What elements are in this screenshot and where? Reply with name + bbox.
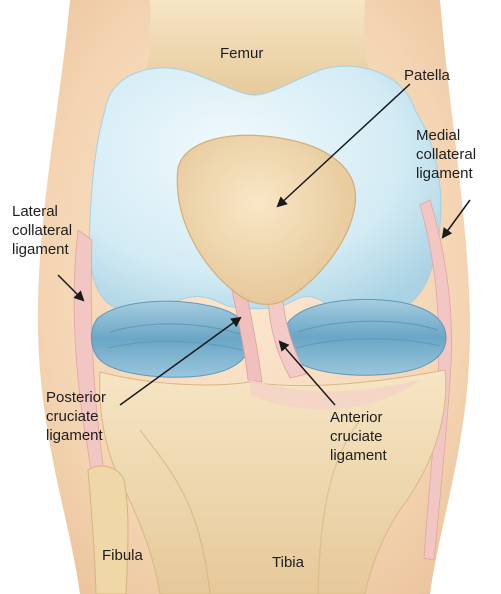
fibula-label: Fibula	[102, 546, 143, 565]
lateral-collateral-ligament-label: Lateral collateral ligament	[12, 202, 72, 259]
posterior-cruciate-ligament-label: Posterior cruciate ligament	[46, 388, 106, 445]
anterior-cruciate-ligament-label: Anterior cruciate ligament	[330, 408, 387, 465]
patella-label: Patella	[404, 66, 450, 85]
medial-collateral-ligament-label: Medial collateral ligament	[416, 126, 476, 183]
lateral-meniscus	[91, 301, 250, 377]
tibia-label: Tibia	[272, 553, 304, 572]
medial-meniscus	[284, 299, 446, 375]
femur-label: Femur	[220, 44, 263, 63]
